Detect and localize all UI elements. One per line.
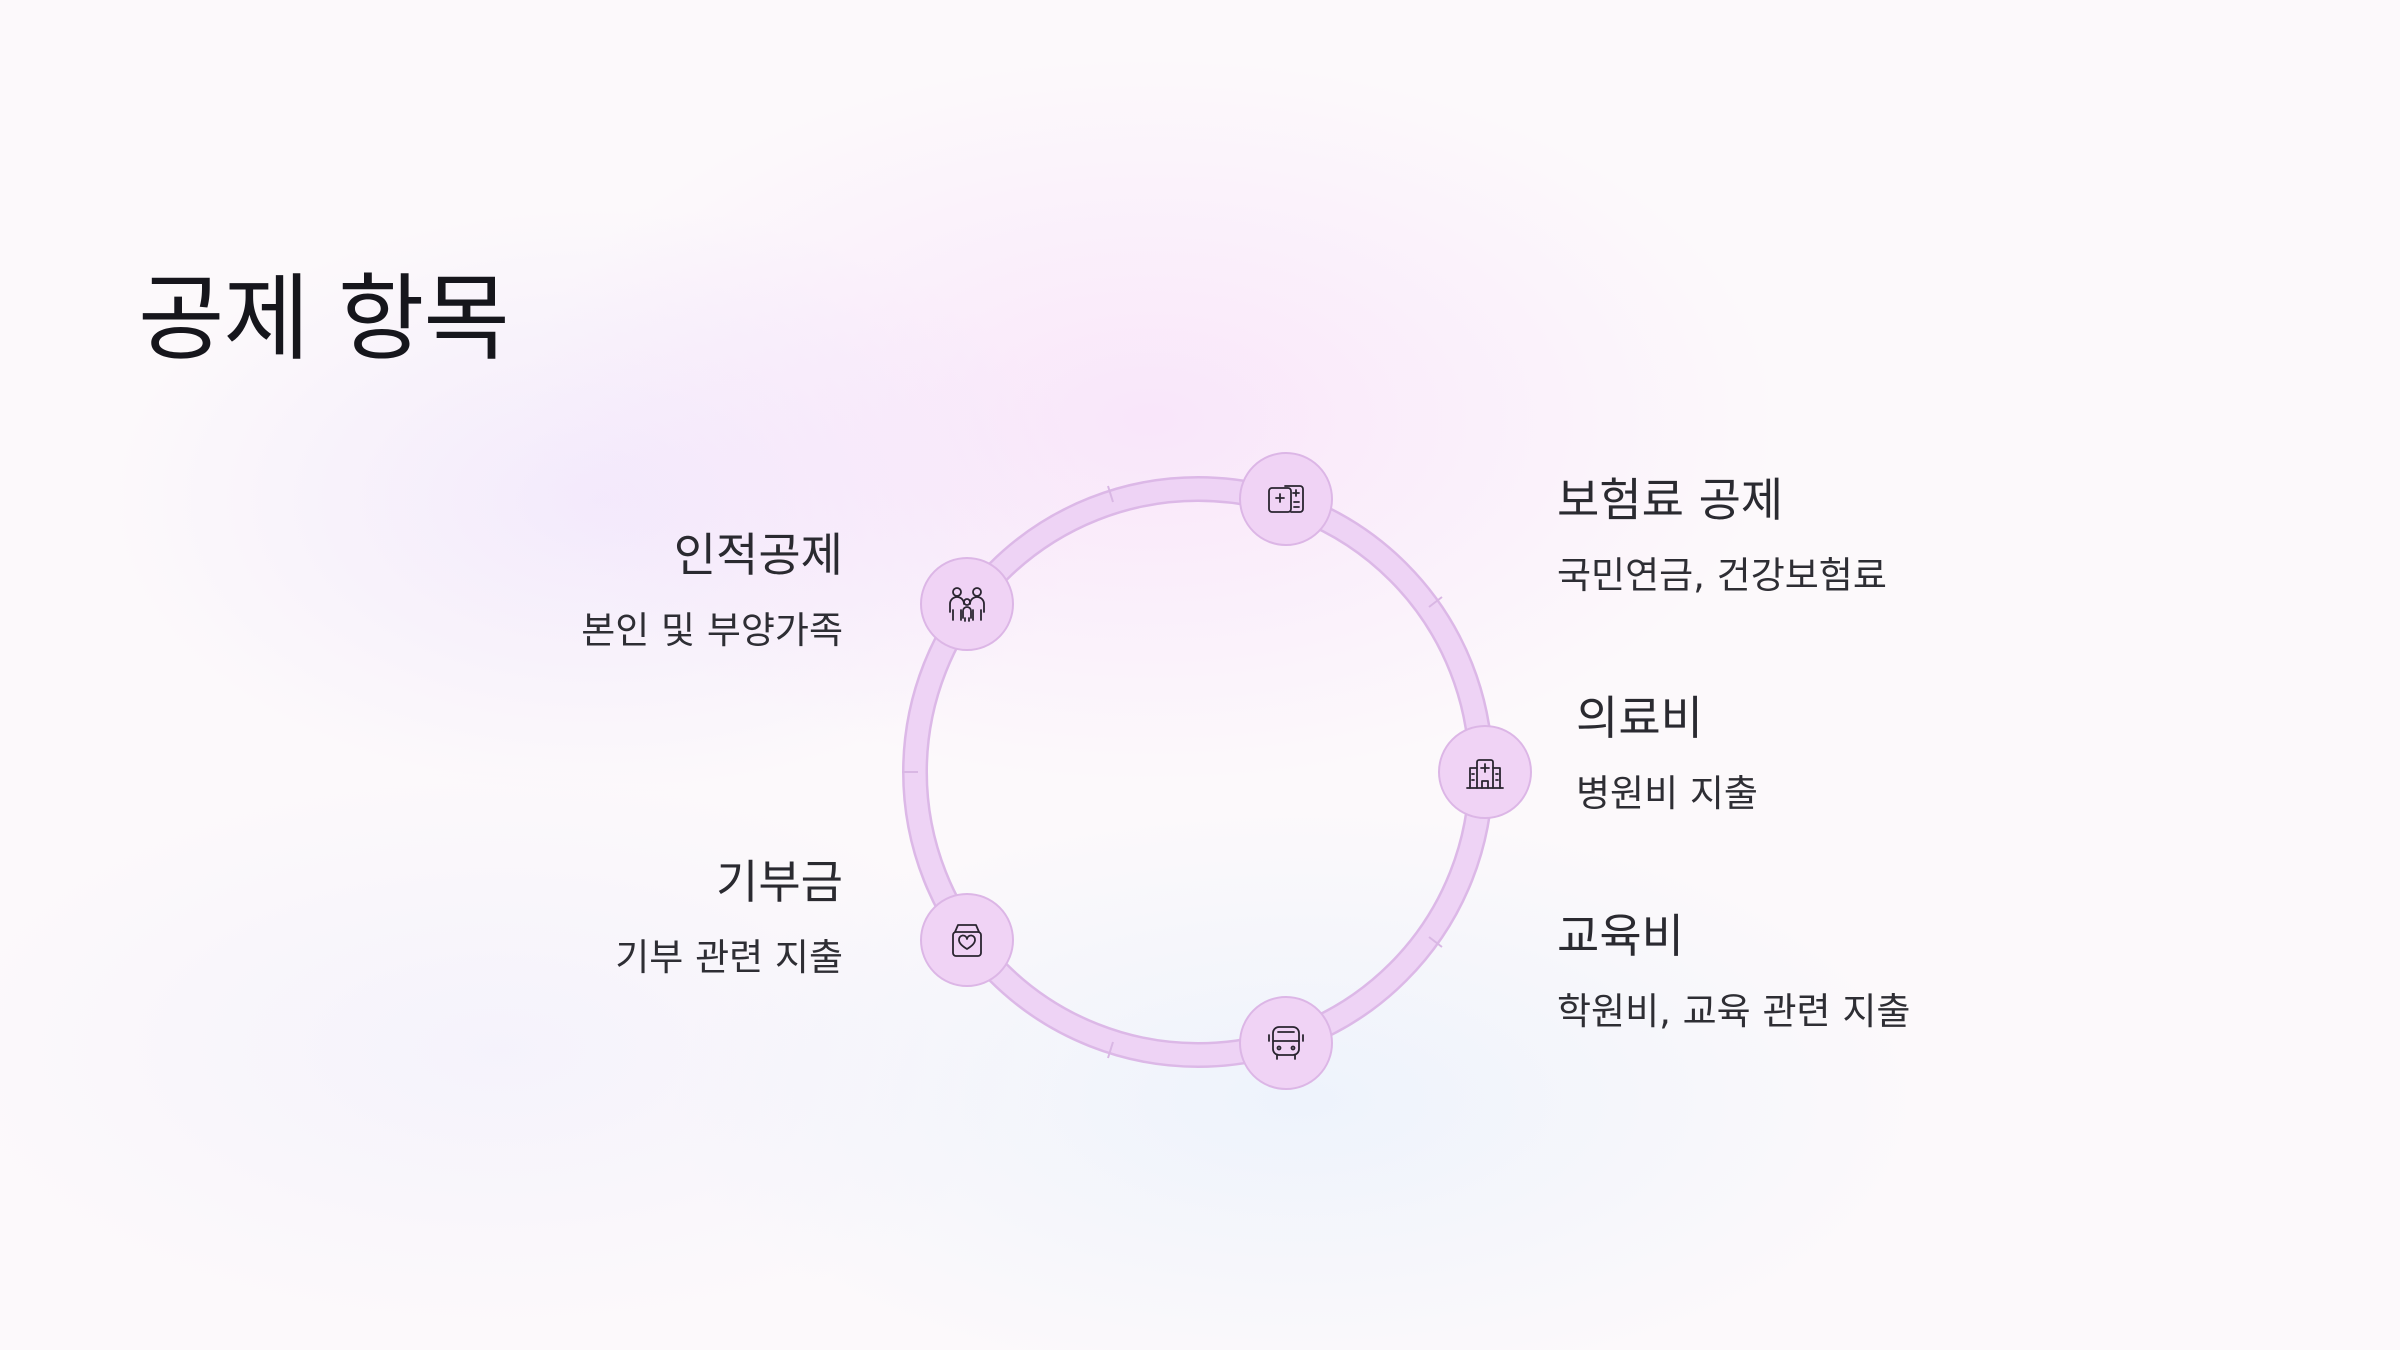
page-title: 공제 항목: [138, 265, 510, 374]
education-description: 학원비, 교육 관련 지출: [1557, 990, 1911, 1034]
insurance-card-icon: [1268, 485, 1304, 513]
medical-node: [1438, 725, 1532, 819]
insurance-node: [1239, 452, 1333, 546]
education-label: 교육비 학원비, 교육 관련 지출: [1557, 909, 2117, 1035]
insurance-title: 보험료 공제: [1557, 473, 1784, 527]
medical-description: 병원비 지출: [1576, 772, 1758, 816]
medical-label: 의료비 병원비 지출: [1576, 691, 2136, 817]
donation-title: 기부금: [716, 855, 843, 909]
donation-description: 기부 관련 지출: [615, 936, 843, 980]
hospital-icon: [1466, 759, 1504, 789]
personal-description: 본인 및 부양가족: [581, 609, 843, 653]
family-icon: [949, 587, 985, 622]
school-bus-icon: [1268, 1026, 1304, 1060]
insurance-label: 보험료 공제 국민연금, 건강보험료: [1557, 473, 2117, 599]
donation-label: 기부금 기부 관련 지출: [283, 855, 843, 981]
education-title: 교육비: [1557, 909, 1684, 963]
medical-title: 의료비: [1576, 691, 1703, 745]
education-node: [1239, 996, 1333, 1090]
donation-box-icon: [952, 924, 982, 957]
donation-node: [920, 893, 1014, 987]
personal-label: 인적공제 본인 및 부양가족: [283, 528, 843, 654]
personal-node: [920, 557, 1014, 651]
personal-title: 인적공제: [673, 528, 843, 582]
insurance-description: 국민연금, 건강보험료: [1557, 554, 1887, 598]
